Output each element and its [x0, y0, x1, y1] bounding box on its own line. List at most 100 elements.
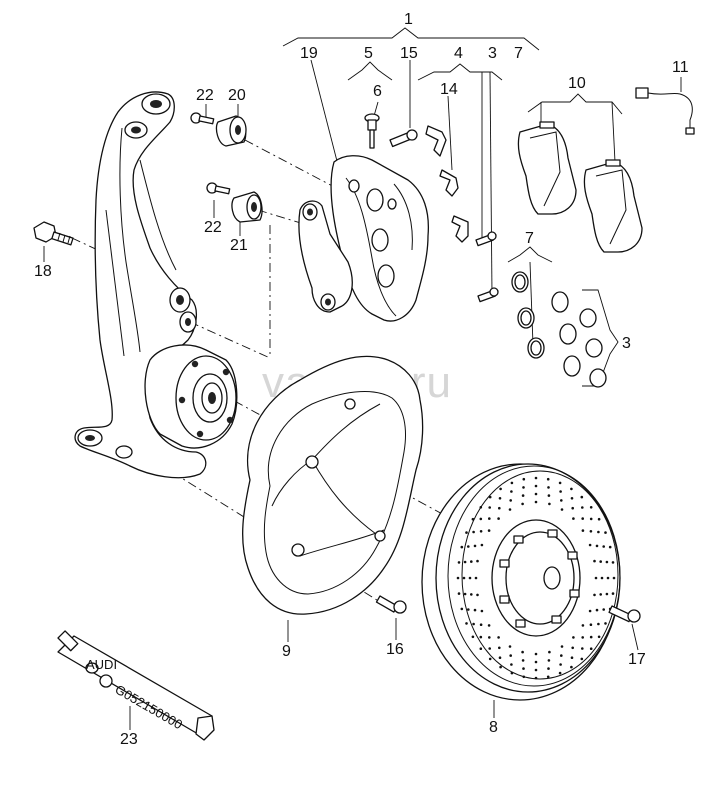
- disc-drill-hole: [570, 665, 573, 669]
- disc-drill-hole: [558, 671, 562, 675]
- disc-drill-hole: [581, 506, 584, 509]
- disc-drill-hole: [570, 487, 573, 491]
- disc-drill-hole: [498, 497, 502, 500]
- disc-drill-hole: [571, 506, 574, 510]
- disc-drill-hole: [605, 560, 609, 564]
- disc-drill-hole: [479, 623, 483, 626]
- disc-drill-hole: [509, 654, 512, 657]
- disc-drill-hole: [521, 494, 525, 497]
- callout-19: 19: [300, 45, 318, 62]
- disc-drill-hole: [572, 517, 575, 520]
- bushing-21: [231, 191, 263, 223]
- disc-drill-hole: [508, 508, 512, 511]
- callout-11: 11: [672, 59, 689, 76]
- disc-drill-hole: [604, 531, 607, 534]
- seal-kit-7: [511, 271, 545, 359]
- disc-drill-hole: [479, 517, 483, 521]
- disc-drill-hole: [510, 671, 514, 675]
- disc-drill-hole: [467, 608, 470, 611]
- disc-drill-hole: [589, 647, 593, 650]
- disc-drill-hole: [470, 593, 473, 596]
- disc-drill-hole: [460, 545, 464, 549]
- callout-5: 5: [364, 45, 373, 62]
- disc-drill-hole: [522, 667, 525, 670]
- disc-drill-hole: [588, 609, 592, 613]
- disc-drill-hole: [457, 561, 461, 564]
- disc-drill-hole: [602, 608, 605, 611]
- disc-drill-hole: [534, 484, 538, 488]
- disc-drill-hole: [522, 477, 526, 481]
- callout-9: 9: [282, 643, 291, 660]
- disc-drill-hole: [510, 490, 513, 493]
- disc-drill-hole: [589, 623, 593, 626]
- disc-drill-hole: [611, 561, 615, 564]
- disc-drill-hole: [548, 502, 551, 506]
- disc-drill-hole: [480, 543, 484, 547]
- bolt-15: [389, 129, 418, 148]
- disc-drill-hole: [522, 675, 526, 679]
- disc-drill-hole: [559, 663, 562, 666]
- disc-drill-hole: [597, 635, 601, 639]
- disc-drill-hole: [605, 592, 609, 596]
- disc-drill-hole: [595, 608, 599, 612]
- bleeder-6: [364, 113, 380, 149]
- disc-drill-hole: [534, 500, 538, 504]
- disc-drill-hole: [604, 622, 607, 625]
- disc-drill-hole: [487, 624, 491, 627]
- brake-disc: [421, 463, 621, 701]
- disc-drill-hole: [559, 490, 562, 493]
- callout-14: 14: [440, 81, 458, 98]
- disc-drill-hole: [479, 635, 483, 639]
- retaining-clips: [425, 125, 469, 243]
- wheel-hub: [144, 344, 238, 449]
- callout-22b: 22: [204, 219, 222, 236]
- disc-drill-hole: [597, 622, 600, 626]
- disc-drill-hole: [534, 476, 538, 480]
- disc-drill-hole: [581, 529, 585, 532]
- callout-labels: 1 19 5 15 4 3 7 6 14 10 11 22 20 22 21 1…: [34, 11, 689, 748]
- callout-8: 8: [489, 719, 498, 736]
- disc-drill-hole: [599, 560, 602, 563]
- disc-drill-hole: [546, 675, 550, 679]
- disc-drill-hole: [470, 560, 473, 563]
- disc-drill-hole: [488, 495, 492, 499]
- disc-drill-hole: [510, 663, 513, 666]
- disc-drill-hole: [570, 497, 574, 500]
- wear-sensor: [635, 87, 695, 135]
- disc-drill-hole: [521, 650, 524, 654]
- callout-23: 23: [120, 731, 138, 748]
- disc-drill-hole: [479, 530, 483, 533]
- disc-drill-hole: [508, 645, 512, 648]
- callout-10: 10: [568, 75, 586, 92]
- disc-drill-hole: [558, 481, 562, 485]
- callout-15: 15: [400, 45, 418, 62]
- disc-drill-hole: [463, 560, 467, 564]
- disc-drill-hole: [462, 576, 466, 580]
- disc-drill-hole: [497, 636, 500, 639]
- disc-drill-hole: [534, 660, 538, 664]
- disc-drill-hole: [589, 506, 593, 509]
- disc-drill-hole: [547, 667, 550, 670]
- bolt-18: [33, 221, 74, 246]
- disc-drill-hole: [456, 576, 460, 580]
- disc-drill-hole: [521, 502, 524, 506]
- disc-drill-hole: [487, 529, 491, 532]
- disc-drill-hole: [534, 676, 538, 680]
- disc-drill-hole: [589, 530, 593, 533]
- disc-drill-hole: [488, 517, 491, 520]
- disc-drill-hole: [534, 668, 538, 672]
- disc-drill-hole: [580, 495, 584, 499]
- disc-drill-hole: [560, 499, 563, 502]
- callout-17: 17: [628, 651, 646, 668]
- disc-drill-hole: [560, 508, 564, 511]
- disc-drill-hole: [612, 576, 616, 580]
- disc-drill-hole: [593, 593, 596, 597]
- disc-drill-hole: [488, 657, 492, 661]
- callout-22a: 22: [196, 87, 214, 104]
- disc-drill-hole: [521, 659, 525, 662]
- disc-drill-hole: [593, 559, 596, 563]
- disc-drill-hole: [473, 544, 477, 548]
- disc-drill-hole: [611, 592, 615, 595]
- disc-drill-hole: [597, 530, 600, 534]
- disc-drill-hole: [510, 481, 514, 485]
